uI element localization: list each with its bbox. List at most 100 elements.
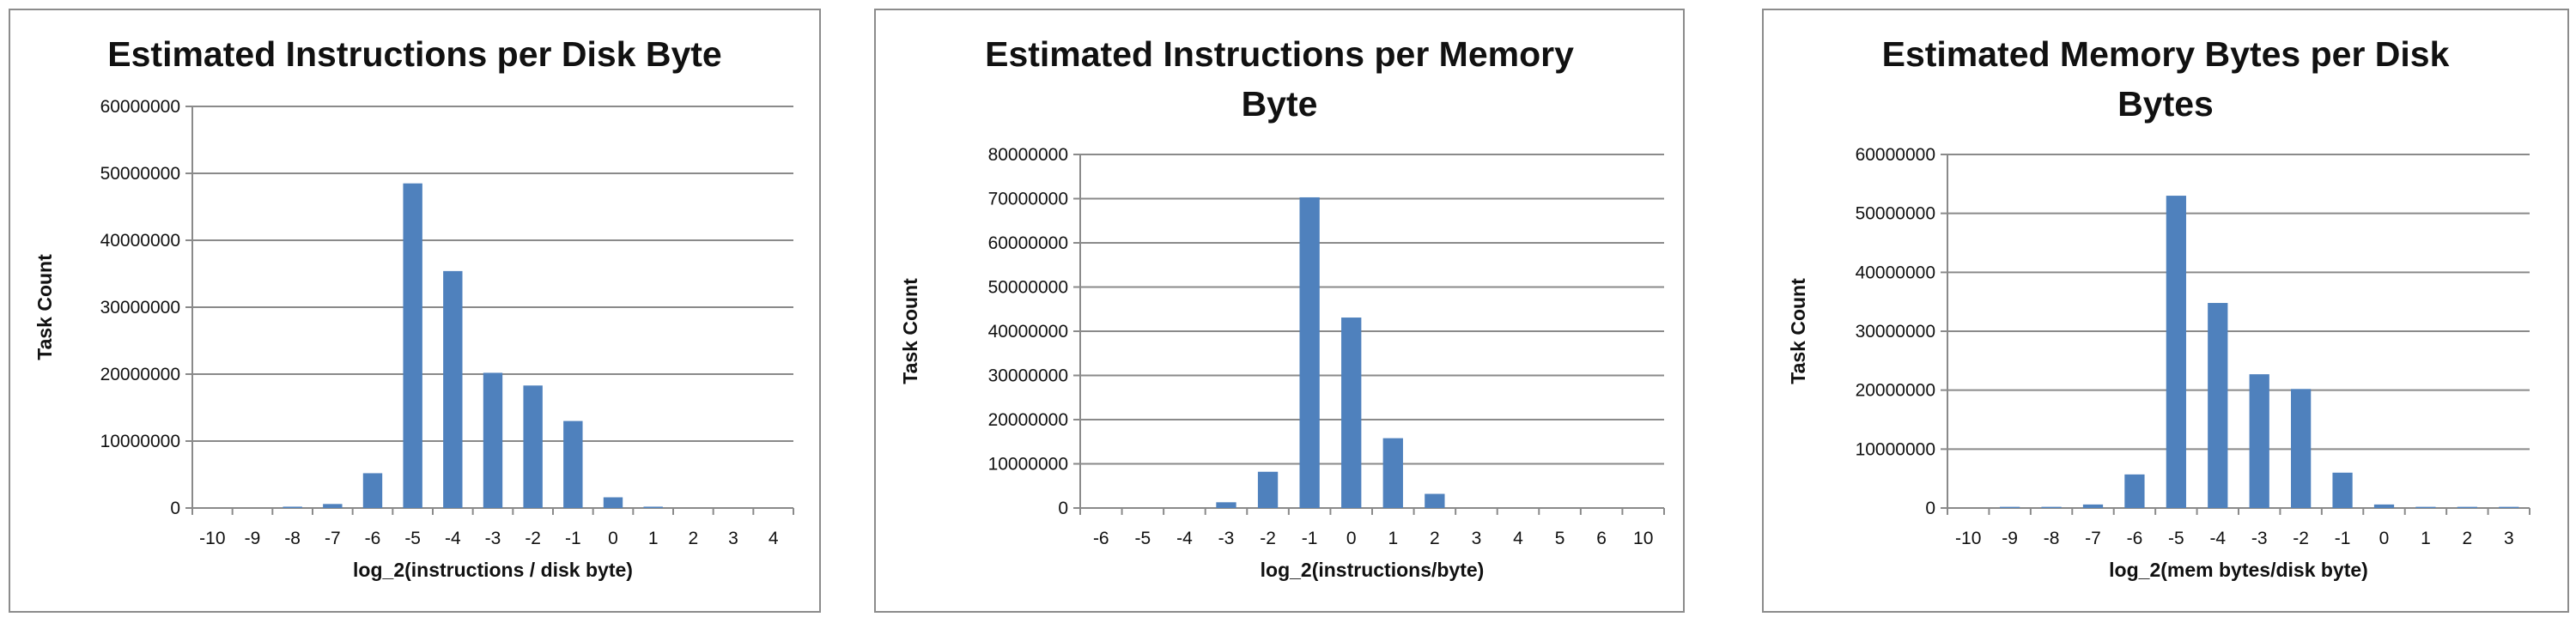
x-tick-label: -1 [1302, 529, 1318, 548]
bar [1382, 438, 1403, 508]
bar [603, 497, 623, 508]
x-tick-label: 3 [1472, 529, 1482, 548]
y-axis-title: Task Count [1787, 278, 1809, 384]
chart-panel: Estimated Memory Bytes per Disk Bytes 0 1… [1762, 9, 2569, 613]
bar [1257, 471, 1279, 508]
y-axis-title: Task Count [899, 278, 921, 384]
bar [2457, 506, 2477, 508]
chart-title: Estimated Memory Bytes per Disk Bytes [1881, 34, 2450, 124]
y-tick-label: 20000000 [988, 410, 1068, 430]
x-tick-label: -2 [2293, 529, 2309, 548]
x-tick-label: -4 [2209, 529, 2226, 548]
x-tick-label: -7 [2085, 529, 2101, 548]
x-tick-label: 6 [1596, 529, 1607, 548]
y-tick-label: 20000000 [1856, 381, 1935, 401]
x-tick-label: 3 [728, 529, 738, 548]
y-tick-label: 10000000 [988, 455, 1068, 475]
x-tick-label: -2 [1260, 529, 1276, 548]
x-tick-label: 1 [1388, 529, 1398, 548]
y-tick-label: 30000000 [1856, 322, 1935, 342]
y-tick-label: 40000000 [100, 231, 180, 251]
x-tick-label: -1 [2335, 529, 2351, 548]
x-tick-label: 0 [608, 529, 618, 548]
x-tick-label: -6 [1093, 529, 1109, 548]
x-tick-label: -10 [1955, 529, 1981, 548]
x-tick-label: -4 [1176, 529, 1193, 548]
y-tick-label: 30000000 [988, 366, 1068, 386]
bar-chart-svg: 0 10000000 20000000 30000000 40000000 5000000… [33, 97, 794, 581]
bar [2415, 506, 2436, 508]
x-tick-label: -10 [199, 529, 225, 548]
y-tick-label: 50000000 [100, 164, 180, 184]
bar-chart-svg: 0100000002000000030000000400000005000000… [899, 145, 1665, 581]
bar [2166, 196, 2186, 509]
bar [2373, 504, 2395, 508]
y-tick-label: 80000000 [988, 145, 1068, 165]
bar [1341, 318, 1362, 508]
y-tick-label: 10000000 [100, 432, 180, 451]
bar-chart-svg: 0 10000000 20000000 30000000 40000000 5000000… [1787, 145, 2530, 581]
x-axis-title: log_2(instructions / disk byte) [353, 559, 633, 581]
x-tick-label: 2 [688, 529, 698, 548]
bar [643, 506, 663, 508]
y-tick-label: 10000000 [1856, 439, 1935, 459]
y-tick-label: 40000000 [988, 322, 1068, 342]
x-tick-label: 3 [2504, 529, 2514, 548]
x-tick-label: 1 [648, 529, 659, 548]
bar [2000, 506, 2020, 508]
bar [2249, 374, 2269, 508]
x-tick-label: -3 [2251, 529, 2268, 548]
bar [1425, 493, 1445, 508]
x-tick-label: 0 [2379, 529, 2390, 548]
bar [362, 473, 383, 508]
x-tick-label: -3 [485, 529, 501, 548]
x-tick-label: 10 [1633, 529, 1653, 548]
y-tick-label: 60000000 [100, 97, 180, 117]
x-tick-label: -5 [2168, 529, 2184, 548]
bar [443, 270, 463, 508]
chart-title: Estimated Instructions per Disk Byte [107, 34, 722, 74]
x-tick-label: -1 [565, 529, 581, 548]
bar [563, 420, 583, 508]
y-tick-label: 0 [1925, 499, 1935, 518]
y-tick-label: 70000000 [988, 190, 1068, 209]
y-tick-label: 40000000 [1856, 263, 1935, 282]
x-tick-label: 1 [2421, 529, 2431, 548]
bar [1216, 502, 1236, 508]
x-tick-label: -9 [2002, 529, 2018, 548]
bar [483, 372, 503, 508]
chart-panel: Estimated Instructions per Memory Byte 0… [874, 9, 1685, 613]
y-tick-label: 30000000 [100, 298, 180, 318]
x-tick-label: -5 [404, 529, 421, 548]
y-tick-label: 60000000 [988, 233, 1068, 253]
x-tick-label: 4 [769, 529, 779, 548]
x-tick-label: -6 [365, 529, 381, 548]
y-tick-label: 0 [170, 499, 180, 518]
x-tick-label: -4 [445, 529, 461, 548]
bar [2124, 474, 2145, 508]
x-axis-title: log_2(instructions/byte) [1261, 559, 1485, 581]
y-tick-label: 20000000 [100, 365, 180, 384]
x-tick-label: 0 [1346, 529, 1357, 548]
x-tick-label: 5 [1555, 529, 1565, 548]
x-tick-label: 2 [2463, 529, 2473, 548]
chart-title: Estimated Instructions per Memory Byte [985, 34, 1574, 124]
y-tick-label: 50000000 [1856, 204, 1935, 224]
x-tick-label: -3 [1218, 529, 1235, 548]
bar [2332, 472, 2353, 508]
x-tick-label: -8 [284, 529, 301, 548]
bar [2208, 303, 2228, 508]
x-axis-title: log_2(mem bytes/disk byte) [2109, 559, 2368, 581]
bar [283, 506, 302, 508]
bar [2082, 504, 2104, 508]
bar [1299, 197, 1320, 508]
x-tick-label: -8 [2044, 529, 2060, 548]
bar [2041, 506, 2062, 508]
y-tick-label: 60000000 [1856, 145, 1935, 165]
x-tick-label: -5 [1135, 529, 1151, 548]
bar [323, 504, 343, 508]
x-tick-label: 4 [1513, 529, 1523, 548]
x-tick-label: -9 [245, 529, 261, 548]
x-tick-label: -2 [525, 529, 541, 548]
